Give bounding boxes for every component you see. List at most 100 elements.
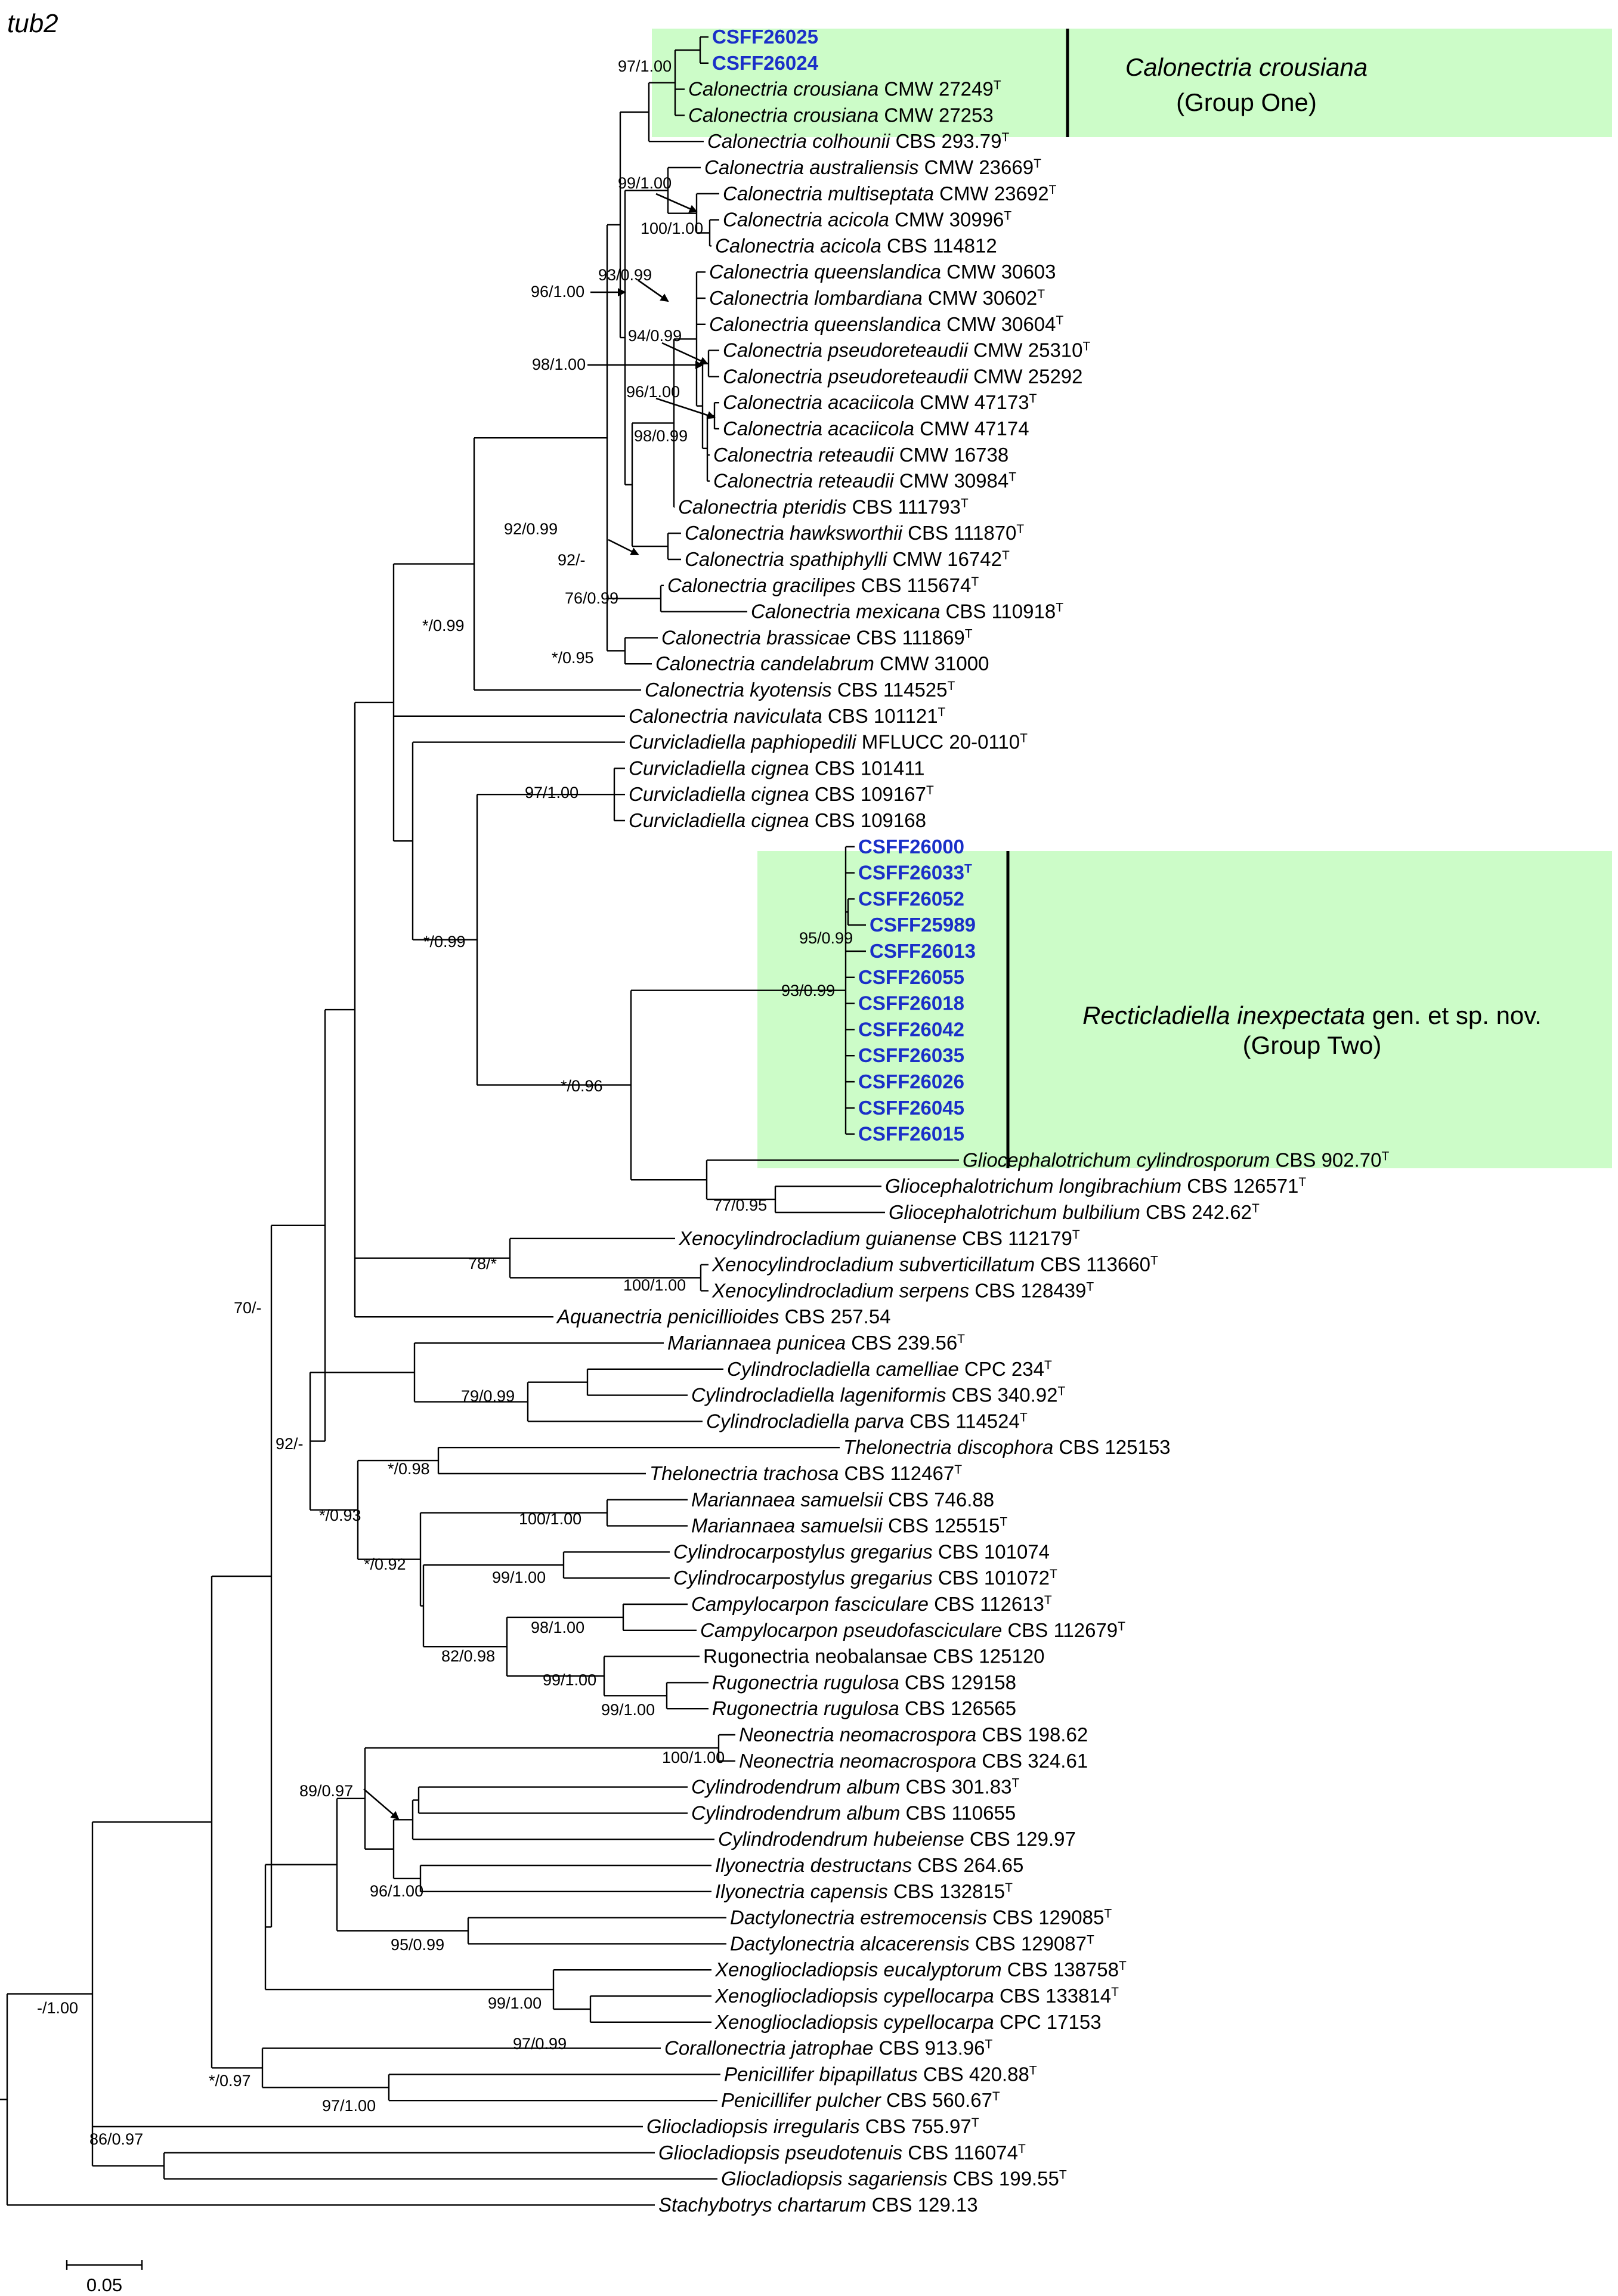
taxon-label: Calonectria acicola CMW 30996T bbox=[723, 209, 1011, 231]
taxon-label: Gliocladiopsis pseudotenuis CBS 116074T bbox=[658, 2142, 1026, 2164]
support-arrow bbox=[661, 342, 709, 365]
taxon-label: Neonectria neomacrospora CBS 324.61 bbox=[739, 1750, 1088, 1772]
taxon-label: CSFF26042 bbox=[858, 1018, 964, 1040]
taxon-label: Cylindrodendrum album CBS 110655 bbox=[691, 1802, 1016, 1824]
support-value: 100/1.00 bbox=[623, 1276, 686, 1294]
support-value: 92/0.99 bbox=[504, 520, 558, 538]
group-two-label-line2: (Group Two) bbox=[1243, 1031, 1382, 1059]
taxon-label: Calonectria acaciicola CMW 47174 bbox=[723, 417, 1029, 440]
taxon-label: Neonectria neomacrospora CBS 198.62 bbox=[739, 1723, 1088, 1746]
support-value: 100/1.00 bbox=[641, 219, 703, 237]
taxon-label: Dactylonectria alcacerensis CBS 129087T bbox=[730, 1932, 1094, 1954]
support-value: 92/- bbox=[558, 551, 586, 569]
taxon-label: Xenocylindrocladium serpens CBS 128439T bbox=[711, 1279, 1094, 1301]
taxon-label: Cylindrocladiella lageniformis CBS 340.9… bbox=[691, 1384, 1065, 1406]
group-one-label-line1: Calonectria crousiana bbox=[1125, 53, 1368, 81]
support-value: 77/0.95 bbox=[713, 1196, 767, 1214]
support-value: 92/- bbox=[276, 1435, 304, 1453]
taxon-label: Mariannaea samuelsii CBS 125515T bbox=[691, 1515, 1007, 1537]
support-value: 86/0.97 bbox=[89, 2130, 143, 2148]
support-value: 97/1.00 bbox=[618, 57, 672, 75]
taxon-label: Rugonectria rugulosa CBS 126565 bbox=[712, 1697, 1016, 1719]
taxon-label: Cylindrocarpostylus gregarius CBS 101074 bbox=[673, 1540, 1050, 1562]
support-value: 97/0.99 bbox=[513, 2035, 567, 2053]
taxon-label: Calonectria acaciicola CMW 47173T bbox=[723, 391, 1037, 413]
taxon-label: CSFF26025 bbox=[712, 26, 818, 48]
taxon-label: Calonectria hawksworthii CBS 111870T bbox=[685, 522, 1024, 544]
support-value: 97/1.00 bbox=[322, 2097, 376, 2115]
taxon-label: Penicillifer pulcher CBS 560.67T bbox=[721, 2089, 1000, 2111]
support-value: */0.99 bbox=[423, 933, 466, 951]
support-value: 93/0.99 bbox=[598, 266, 652, 284]
taxon-label: Calonectria pteridis CBS 111793T bbox=[678, 496, 969, 518]
taxon-label: Mariannaea samuelsii CBS 746.88 bbox=[691, 1489, 994, 1511]
taxon-label: Calonectria australiensis CMW 23669T bbox=[704, 156, 1041, 178]
support-value: 99/1.00 bbox=[618, 174, 672, 192]
taxon-label: CSFF25989 bbox=[870, 914, 976, 936]
taxon-label: CSFF26055 bbox=[858, 966, 964, 988]
taxon-label: Campylocarpon pseudofasciculare CBS 1126… bbox=[700, 1619, 1125, 1641]
taxon-label: Corallonectria jatrophae CBS 913.96T bbox=[664, 2037, 993, 2059]
support-arrow bbox=[655, 193, 698, 213]
taxon-label: Calonectria reteaudii CMW 30984T bbox=[713, 470, 1016, 492]
taxon-label: Calonectria colhounii CBS 293.79T bbox=[707, 130, 1009, 152]
support-value: 98/0.99 bbox=[634, 427, 688, 445]
support-value: 97/1.00 bbox=[525, 784, 578, 802]
support-value: */0.93 bbox=[319, 1506, 361, 1524]
taxon-label: Gliocladiopsis sagariensis CBS 199.55T bbox=[721, 2168, 1067, 2190]
support-arrow bbox=[655, 397, 716, 419]
support-value: */0.99 bbox=[422, 617, 465, 635]
taxon-label: Xenogliocladiopsis eucalyptorum CBS 1387… bbox=[714, 1958, 1127, 1981]
taxon-label: Calonectria acicola CBS 114812 bbox=[715, 234, 997, 256]
taxon-label: CSFF26024 bbox=[712, 52, 819, 74]
taxon-label: CSFF26026 bbox=[858, 1070, 964, 1093]
taxon-label: CSFF26035 bbox=[858, 1044, 964, 1066]
support-value: */0.95 bbox=[552, 649, 594, 667]
support-value: */0.98 bbox=[388, 1460, 430, 1478]
support-value: 99/1.00 bbox=[543, 1671, 596, 1689]
support-value: 98/1.00 bbox=[531, 1619, 584, 1636]
figure-title: tub2 bbox=[7, 9, 58, 38]
taxon-label: CSFF26015 bbox=[858, 1123, 964, 1145]
group-one-label-line2: (Group One) bbox=[1176, 88, 1317, 116]
group-two-label-line1: Recticladiella inexpectata gen. et sp. n… bbox=[1082, 1001, 1542, 1029]
support-arrow bbox=[638, 279, 669, 302]
taxon-label: Calonectria spathiphylli CMW 16742T bbox=[685, 548, 1010, 570]
support-value: */0.96 bbox=[561, 1077, 603, 1095]
taxon-label: CSFF26000 bbox=[858, 836, 964, 858]
taxon-label: Calonectria kyotensis CBS 114525T bbox=[645, 679, 955, 701]
taxon-label: Mariannaea punicea CBS 239.56T bbox=[667, 1332, 965, 1354]
support-value: 96/1.00 bbox=[531, 283, 584, 301]
taxon-label: Gliocephalotrichum longibrachium CBS 126… bbox=[885, 1175, 1306, 1197]
support-value: -/1.00 bbox=[37, 1999, 78, 2017]
support-value: 76/0.99 bbox=[565, 589, 618, 607]
taxon-label: Gliocephalotrichum bulbilium CBS 242.62T bbox=[889, 1201, 1260, 1223]
taxon-label: Xenocylindrocladium subverticillatum CBS… bbox=[711, 1254, 1158, 1276]
support-value: 100/1.00 bbox=[662, 1749, 725, 1766]
taxon-label: Calonectria reteaudii CMW 16738 bbox=[713, 444, 1008, 466]
taxon-label: Calonectria candelabrum CMW 31000 bbox=[655, 652, 989, 674]
support-values: 97/1.0099/1.00100/1.0093/0.9996/1.0094/0… bbox=[37, 57, 853, 2148]
taxon-label: Penicillifer bipapillatus CBS 420.88T bbox=[724, 2063, 1037, 2085]
support-value: 99/1.00 bbox=[488, 1994, 542, 2012]
taxon-label: Curvicladiella paphiopedili MFLUCC 20-01… bbox=[629, 731, 1028, 753]
tree-branches bbox=[0, 36, 959, 2206]
taxon-label: Thelonectria trachosa CBS 112467T bbox=[649, 1462, 962, 1484]
taxon-label: Calonectria naviculata CBS 101121T bbox=[629, 705, 946, 727]
taxon-label: Xenogliocladiopsis cypellocarpa CBS 1338… bbox=[714, 1985, 1119, 2007]
taxon-label: Ilyonectria destructans CBS 264.65 bbox=[715, 1854, 1023, 1876]
taxon-label: Calonectria crousiana CMW 27253 bbox=[688, 104, 994, 126]
taxon-label: Stachybotrys chartarum CBS 129.13 bbox=[658, 2193, 978, 2215]
support-value: 100/1.00 bbox=[519, 1510, 581, 1528]
taxon-label: CSFF26045 bbox=[858, 1097, 964, 1119]
taxon-label: Cylindrocladiella parva CBS 114524T bbox=[706, 1410, 1028, 1432]
taxon-label: Calonectria gracilipes CBS 115674T bbox=[667, 574, 979, 596]
taxon-label: Gliocladiopsis irregularis CBS 755.97T bbox=[646, 2115, 979, 2137]
support-value: 99/1.00 bbox=[601, 1701, 655, 1719]
support-arrow bbox=[363, 1788, 400, 1820]
group-two-highlight bbox=[757, 851, 1612, 1168]
taxon-label: Xenogliocladiopsis cypellocarpa CPC 1715… bbox=[714, 2011, 1102, 2033]
taxon-label: Campylocarpon fasciculare CBS 112613T bbox=[691, 1593, 1052, 1615]
